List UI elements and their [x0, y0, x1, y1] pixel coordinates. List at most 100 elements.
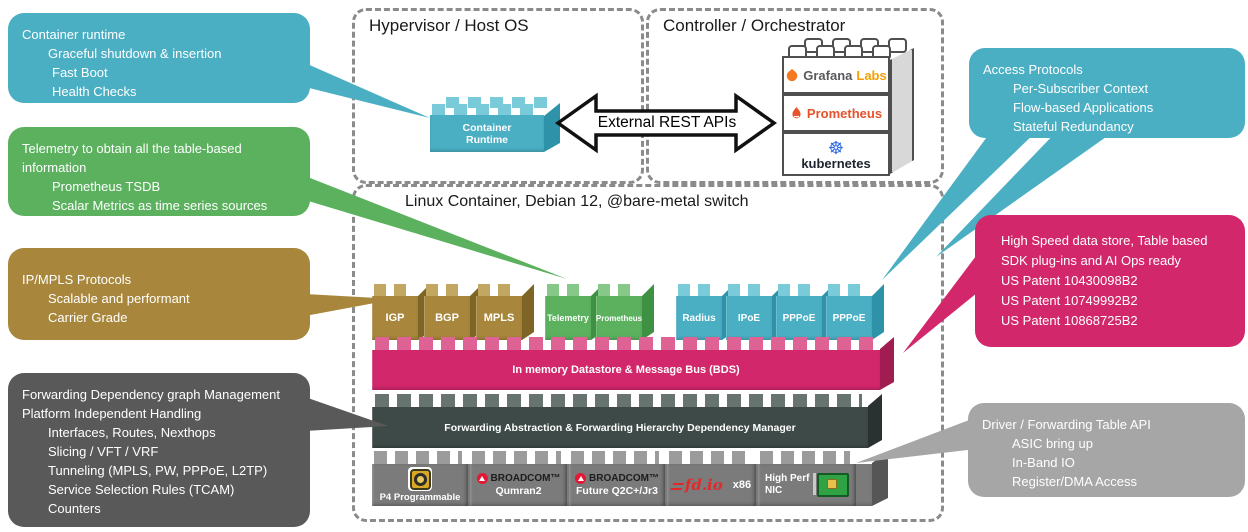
app-brick-pppoe-2: PPPoE [826, 284, 884, 340]
callout-item: Register/DMA Access [1012, 474, 1137, 489]
callout-item: Service Selection Rules (TCAM) [48, 482, 235, 497]
brick-studs [828, 284, 868, 296]
prometheus-brick: Prometheus [782, 94, 890, 132]
kubernetes-icon: ☸ [827, 137, 845, 158]
app-brick-telemetry: Telemetry [545, 284, 603, 340]
callout-telemetry: Telemetry to obtain all the table-based … [8, 127, 310, 216]
callout-item: Prometheus TSDB [52, 179, 161, 194]
hw-brick-label: Qumran2 [495, 485, 542, 497]
controller-region-title: Controller / Orchestrator [663, 16, 846, 35]
callout-item: Tunneling (MPLS, PW, PPPoE, L2TP) [48, 463, 268, 478]
callout-title: IP/MPLS Protocols [22, 272, 132, 287]
brick-studs [426, 284, 466, 296]
brick-side [872, 284, 884, 340]
callout-item: Counters [48, 501, 101, 516]
callout-item: Health Checks [52, 84, 137, 99]
grafana-brick: Grafana Labs [782, 56, 890, 94]
brick-studs [432, 104, 538, 115]
grafana-label: Grafana [803, 67, 853, 83]
hw-brick-label: P4 Programmable [379, 492, 461, 503]
brick-studs [678, 284, 718, 296]
app-brick-label: Radius [676, 296, 722, 340]
brick-side [868, 394, 882, 448]
hw-brick-qumran2: BROADCOM™ Qumran2 [470, 451, 567, 506]
callout-title: Telemetry to obtain all the table-based … [22, 141, 242, 175]
grafana-labs-label: Labs [856, 67, 887, 83]
brick-studs [375, 337, 874, 350]
callout-item: Per-Subscriber Context [1013, 81, 1149, 96]
broadcom-icon [575, 473, 586, 484]
fdio-logo-text: fd.io [684, 476, 723, 494]
broadcom-brand: BROADCOM™ [490, 473, 561, 484]
bds-row-label: In memory Datastore & Message Bus (BDS) [372, 350, 880, 390]
brick-side [872, 451, 888, 506]
brick-studs [375, 394, 862, 407]
hw-brick-face: BROADCOM™ Qumran2 [470, 464, 567, 506]
app-brick-ipoe: IPoE [726, 284, 784, 340]
app-brick-radius: Radius [676, 284, 734, 340]
brick-studs [374, 284, 414, 296]
hw-brick-label: Future Q2C+/Jr3 [576, 485, 658, 497]
app-brick-label: Prometheus [596, 296, 642, 340]
callout-item: Carrier Grade [48, 310, 128, 325]
brick-studs [778, 284, 818, 296]
app-brick-label: BGP [424, 296, 470, 340]
container-runtime-brick: Container Runtime [430, 97, 560, 152]
callout-item: Scalable and performant [48, 291, 190, 306]
app-brick-igp: IGP [372, 284, 430, 340]
app-brick-bgp: BGP [424, 284, 482, 340]
hw-brick-face: High Perf NIC [758, 464, 856, 506]
app-brick-label: MPLS [476, 296, 522, 340]
stack-side [890, 48, 914, 174]
rest-api-arrow-label: External REST APIs [597, 114, 737, 131]
callout-title: Container runtime [22, 27, 126, 42]
fdio-icon: fd.io [670, 476, 723, 494]
brick-side [544, 103, 560, 152]
app-brick-label: IGP [372, 296, 418, 340]
callout-item: Fast Boot [52, 65, 108, 80]
broadcom-icon [476, 473, 488, 484]
brick-studs [669, 451, 750, 464]
callout-container-runtime: Container runtime Graceful shutdown & in… [8, 13, 310, 103]
callout-line: US Patent 10430098B2 [1001, 273, 1138, 288]
hw-brick-label: High Perf NIC [765, 473, 810, 496]
callout-forwarding: Forwarding Dependency graph Management P… [8, 373, 310, 527]
brick-side [642, 284, 654, 340]
orchestrator-stack: Grafana Labs Prometheus ☸ kubernetes [782, 38, 914, 176]
callout-title: Access Protocols [983, 62, 1083, 77]
brick-studs [478, 284, 518, 296]
brick-side [880, 337, 894, 390]
callout-item: ASIC bring up [1012, 436, 1093, 451]
callout-title: Driver / Forwarding Table API [982, 417, 1151, 432]
hw-brick-face: BROADCOM™ Future Q2C+/Jr3 [569, 464, 665, 506]
hw-brick-x86: fd.io x86 [667, 451, 756, 506]
brick-studs [547, 284, 587, 296]
forwarding-row-brick: Forwarding Abstraction & Forwarding Hier… [372, 394, 882, 448]
kubernetes-label: kubernetes [801, 155, 871, 171]
linux-container-region-title: Linux Container, Debian 12, @bare-metal … [405, 193, 749, 210]
callout-item: Flow-based Applications [1013, 100, 1154, 115]
callout-line: US Patent 10868725B2 [1001, 313, 1138, 328]
app-brick-label: Telemetry [545, 296, 591, 340]
bds-row-brick: In memory Datastore & Message Bus (BDS) [372, 337, 894, 390]
hypervisor-region-title: Hypervisor / Host OS [369, 16, 529, 35]
brick-studs [374, 451, 462, 464]
callout-item: In-Band IO [1012, 455, 1075, 470]
callout-access-protocols: Access Protocols Per-Subscriber Context … [969, 48, 1245, 138]
callout-item: Scalar Metrics as time series sources [52, 198, 268, 213]
prometheus-label: Prometheus [806, 105, 883, 121]
brick-studs [728, 284, 768, 296]
brick-side [522, 284, 534, 340]
nic-card-icon [813, 473, 849, 497]
callout-title: Forwarding Dependency graph Management [22, 387, 280, 402]
hw-brick-nic: High Perf NIC [758, 451, 856, 506]
broadcom-brand: BROADCOM™ [589, 473, 659, 484]
callout-line: SDK plug-ins and AI Ops ready [1001, 253, 1181, 268]
callout-datastore: High Speed data store, Table based SDK p… [975, 215, 1245, 347]
callout-item: Stateful Redundancy [1013, 119, 1134, 134]
app-brick-label: IPoE [726, 296, 772, 340]
grafana-icon [787, 68, 798, 82]
app-brick-mpls: MPLS [476, 284, 534, 340]
brick-studs [446, 97, 554, 108]
